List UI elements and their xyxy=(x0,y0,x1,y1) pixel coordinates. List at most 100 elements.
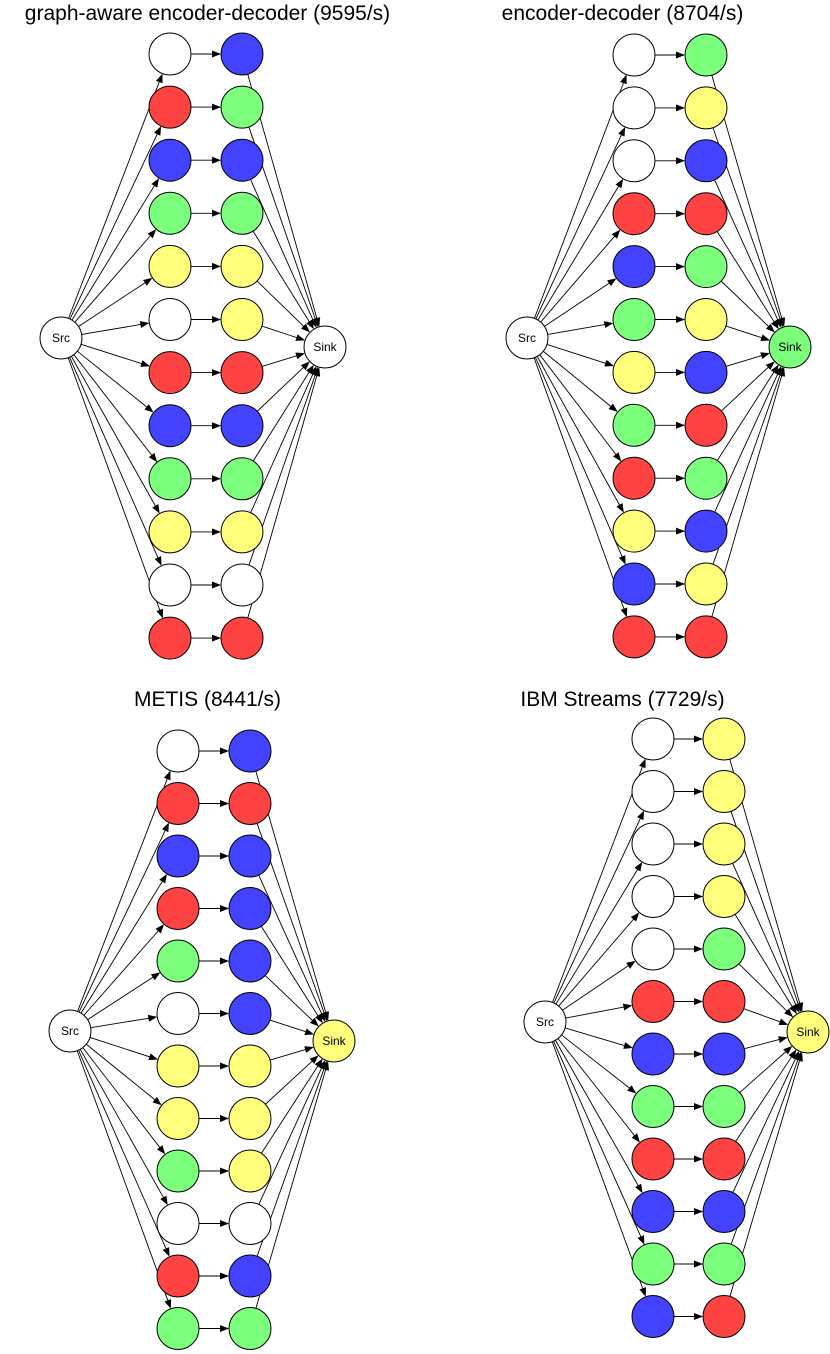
edge-src-to-encoder xyxy=(534,74,627,319)
decoder-node xyxy=(702,1085,746,1128)
encoder-node xyxy=(156,1149,200,1193)
decoder-node xyxy=(228,1202,272,1245)
edge-encoder-to-decoder xyxy=(655,263,685,271)
dataflow-graph: Src Sink xyxy=(505,33,812,659)
edge-src-to-encoder xyxy=(537,178,624,321)
edge-encoder-to-decoder xyxy=(655,633,685,641)
edge-src-to-encoder xyxy=(552,758,646,1003)
edge-encoder-to-decoder xyxy=(655,527,685,535)
encoder-node xyxy=(612,33,656,77)
edge-src-to-encoder xyxy=(561,1034,637,1094)
edge-src-to-encoder xyxy=(546,343,615,367)
edge-src-to-encoder xyxy=(555,1040,643,1194)
encoder-node xyxy=(631,822,675,866)
encoder-node xyxy=(148,298,192,341)
panel-title: IBM Streams (7729/s) xyxy=(520,688,725,711)
node-label: Src xyxy=(518,331,536,345)
edge-decoder-to-sink xyxy=(744,1036,788,1050)
edge-src-to-encoder xyxy=(73,354,158,463)
encoder-node xyxy=(148,563,192,607)
decoder-node xyxy=(220,85,264,129)
edge-decoder-to-sink xyxy=(716,364,779,461)
edge-src-to-encoder xyxy=(78,822,169,1013)
edge-encoder-to-decoder xyxy=(674,893,703,900)
decoder-node xyxy=(228,1254,272,1298)
edge-decoder-to-sink xyxy=(725,352,770,367)
edge-decoder-to-sink xyxy=(264,975,319,1027)
edge-encoder-to-decoder xyxy=(199,957,229,965)
decoder-node xyxy=(228,1097,272,1140)
encoder-node xyxy=(631,980,675,1023)
panel-graph-aware: graph-aware encoder-decoder (9595/s) Src… xyxy=(0,0,415,677)
encoder-node xyxy=(631,1032,675,1076)
edge-src-to-encoder xyxy=(557,1038,640,1143)
edge-src-to-encoder xyxy=(89,1037,159,1061)
encoder-node xyxy=(148,351,192,395)
edge-encoder-to-decoder xyxy=(191,422,221,430)
edge-encoder-to-decoder xyxy=(191,209,221,217)
edge-decoder-to-sink xyxy=(743,1008,789,1026)
edge-encoder-to-decoder xyxy=(674,1103,703,1110)
decoder-node xyxy=(228,992,272,1035)
edge-src-to-encoder xyxy=(86,1043,162,1106)
edge-encoder-to-decoder xyxy=(674,1208,703,1215)
decoder-node xyxy=(228,1044,272,1088)
edge-decoder-to-sink xyxy=(721,361,775,412)
decoder-node xyxy=(228,729,272,773)
edge-encoder-to-decoder xyxy=(674,1155,703,1163)
decoder-node xyxy=(702,1137,746,1181)
decoder-node xyxy=(220,457,264,501)
encoder-node xyxy=(612,562,656,606)
edge-src-to-encoder xyxy=(551,1041,646,1297)
edge-encoder-to-decoder xyxy=(191,369,221,377)
decoder-node xyxy=(228,939,272,983)
encoder-node xyxy=(631,1085,675,1128)
encoder-node xyxy=(156,1307,200,1350)
edge-encoder-to-decoder xyxy=(191,103,221,111)
edge-src-to-encoder xyxy=(553,810,645,1004)
encoder-node xyxy=(148,457,192,501)
sink-node: Sink xyxy=(768,325,812,369)
edge-decoder-to-sink xyxy=(256,280,310,333)
encoder-node xyxy=(612,350,656,394)
decoder-node xyxy=(220,404,264,448)
decoder-node xyxy=(702,1295,746,1338)
edge-decoder-to-sink xyxy=(261,1058,323,1154)
edge-encoder-to-decoder xyxy=(199,1272,229,1280)
decoder-node xyxy=(684,245,728,289)
encoder-node xyxy=(631,1295,675,1338)
edge-src-to-encoder xyxy=(553,1040,645,1245)
edge-decoder-to-sink xyxy=(265,1055,319,1105)
edge-decoder-to-sink xyxy=(720,280,775,333)
edge-decoder-to-sink xyxy=(734,914,797,1015)
edge-src-to-encoder xyxy=(555,861,643,1005)
encoder-node xyxy=(156,939,200,983)
edge-encoder-to-decoder xyxy=(655,474,685,482)
decoder-node xyxy=(684,298,728,341)
decoder-node xyxy=(684,139,728,183)
edge-encoder-to-decoder xyxy=(199,852,229,860)
decoder-node xyxy=(220,138,264,182)
decoder-node xyxy=(702,980,746,1023)
node-label: Src xyxy=(52,331,70,345)
encoder-node xyxy=(148,244,192,288)
encoder-node xyxy=(148,138,192,182)
encoder-node xyxy=(156,1202,200,1245)
node-label: Sink xyxy=(313,340,337,354)
edge-src-to-encoder xyxy=(83,924,165,1016)
edge-encoder-to-decoder xyxy=(199,1167,229,1175)
edge-src-to-encoder xyxy=(77,350,154,413)
edge-src-to-encoder xyxy=(539,354,622,462)
encoder-node xyxy=(612,509,656,553)
edge-encoder-to-decoder xyxy=(199,800,229,807)
panel-title: METIS (8441/s) xyxy=(133,688,282,711)
decoder-node xyxy=(220,298,264,341)
edge-decoder-to-sink xyxy=(739,1045,793,1093)
edge-src-to-encoder xyxy=(87,972,161,1020)
encoder-node xyxy=(156,992,200,1035)
edge-encoder-to-decoder xyxy=(199,1062,229,1070)
edge-decoder-to-sink xyxy=(714,366,782,513)
encoder-node xyxy=(156,887,200,930)
